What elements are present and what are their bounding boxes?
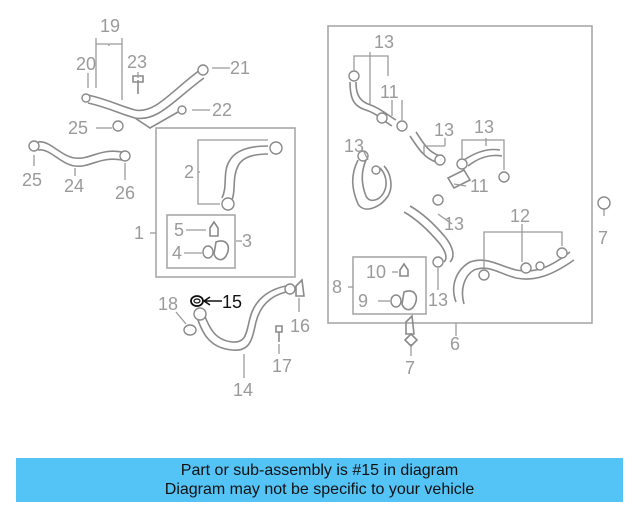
banner-line-1: Part or sub-assembly is #15 in diagram	[180, 462, 459, 479]
lower-pipe-14	[193, 283, 296, 351]
banner-line-2: Diagram may not be specific to your vehi…	[164, 481, 475, 498]
callout-26[interactable]: 26	[115, 183, 135, 203]
callout-7-bottom[interactable]: 7	[405, 358, 415, 378]
callout-25-bottom[interactable]: 25	[22, 170, 42, 190]
lower-hose-12	[452, 247, 575, 305]
seal-4-part	[202, 240, 230, 261]
bolt-17-part	[275, 325, 283, 342]
callout-13-a[interactable]: 13	[374, 32, 394, 52]
connector-11-part	[446, 148, 510, 190]
callout-13-f[interactable]: 13	[428, 290, 448, 310]
subassembly-8-frame	[352, 256, 427, 315]
parts-diagram: 19 20 23 21 22 25 25 24 26 2 1 5 4 3 18 …	[22, 16, 611, 400]
middle-hose-13	[403, 194, 454, 268]
bolt-23-part	[132, 75, 144, 94]
callout-21[interactable]: 21	[230, 58, 250, 78]
callout-7-right[interactable]: 7	[598, 228, 608, 248]
info-banner: Part or sub-assembly is #15 in diagram D…	[16, 458, 623, 502]
callout-13-d[interactable]: 13	[344, 136, 364, 156]
callout-8[interactable]: 8	[332, 277, 342, 297]
callout-4[interactable]: 4	[172, 243, 182, 263]
callout-22[interactable]: 22	[212, 100, 232, 120]
callout-25-top[interactable]: 25	[68, 118, 88, 138]
callout-9[interactable]: 9	[358, 291, 368, 311]
callout-11-b[interactable]: 11	[470, 176, 489, 196]
clip-5-part	[209, 220, 219, 237]
callout-20[interactable]: 20	[76, 54, 96, 74]
callout-11-a[interactable]: 11	[380, 82, 399, 102]
callout-2[interactable]: 2	[184, 162, 194, 182]
upper-coolant-pipe	[81, 64, 209, 132]
callout-19[interactable]: 19	[100, 16, 120, 36]
callout-17[interactable]: 17	[272, 356, 292, 376]
clamp-7-right-part	[597, 196, 611, 210]
sensor-18-part	[183, 324, 197, 336]
clamp-16-part	[295, 278, 305, 297]
assembly-6-frame	[327, 25, 593, 324]
callout-13-b[interactable]: 13	[434, 120, 454, 140]
callout-3[interactable]: 3	[242, 231, 252, 251]
assembly-1-frame	[155, 127, 296, 278]
callout-1[interactable]: 1	[134, 223, 144, 243]
callout-12[interactable]: 12	[510, 206, 530, 226]
lower-left-hose	[28, 140, 131, 167]
callout-13-e[interactable]: 13	[444, 214, 464, 234]
left-hose-13	[351, 150, 392, 210]
callout-24[interactable]: 24	[64, 176, 84, 196]
clip-10-part	[399, 262, 409, 277]
upper-right-hoses	[348, 70, 446, 166]
callout-13-c[interactable]: 13	[474, 117, 494, 137]
callout-6[interactable]: 6	[450, 334, 460, 354]
callout-14[interactable]: 14	[233, 380, 253, 400]
seal-9-part	[390, 290, 418, 311]
callout-18[interactable]: 18	[158, 294, 178, 314]
callout-15[interactable]: 15	[222, 292, 242, 312]
callout-23[interactable]: 23	[127, 52, 147, 72]
subassembly-3-frame	[166, 214, 236, 269]
hose-2-part	[221, 141, 283, 211]
bracket-13-part	[405, 314, 415, 335]
o-ring-15-part	[190, 295, 222, 307]
callout-16[interactable]: 16	[290, 316, 310, 336]
callout-5[interactable]: 5	[174, 220, 184, 240]
clamp-7-bottom-part	[403, 332, 419, 348]
callout-10[interactable]: 10	[366, 262, 386, 282]
